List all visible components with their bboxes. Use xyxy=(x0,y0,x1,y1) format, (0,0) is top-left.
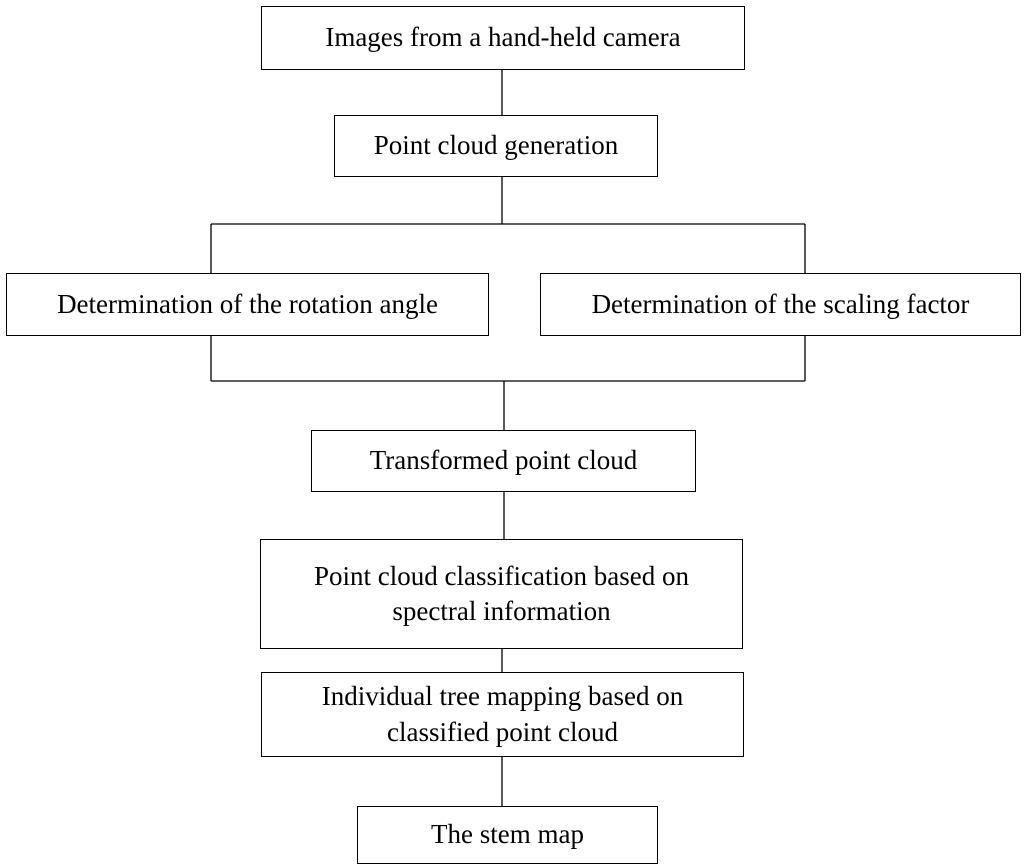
step-point-cloud-generation: Point cloud generation xyxy=(334,115,658,177)
step-individual-tree-mapping: Individual tree mapping based on classif… xyxy=(261,672,744,757)
step-images-from-camera: Images from a hand-held camera xyxy=(261,6,745,70)
step-stem-map: The stem map xyxy=(357,806,658,864)
step-scaling-factor: Determination of the scaling factor xyxy=(540,273,1021,336)
step-rotation-angle: Determination of the rotation angle xyxy=(6,273,489,336)
step-transformed-point-cloud: Transformed point cloud xyxy=(311,430,696,492)
step-point-cloud-classification: Point cloud classification based on spec… xyxy=(260,539,743,649)
